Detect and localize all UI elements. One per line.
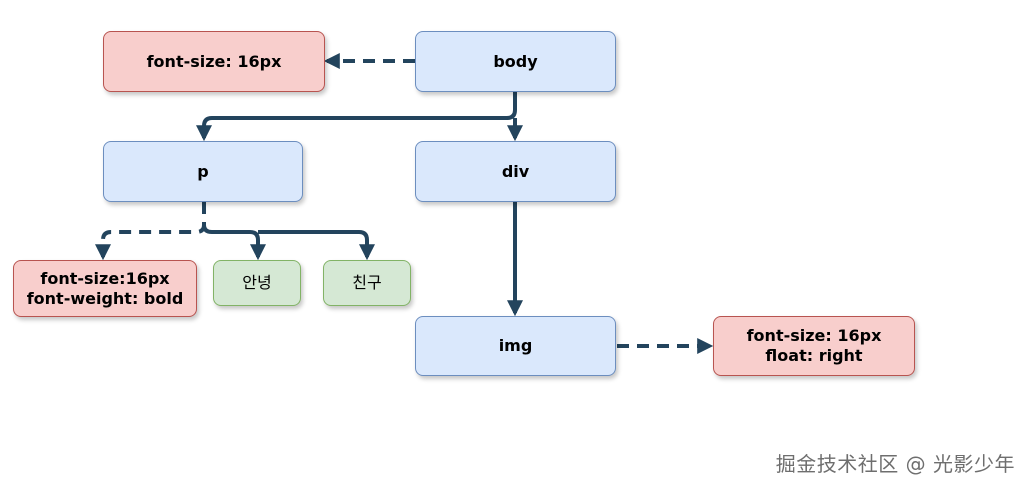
p-style-node: font-size:16px font-weight: bold xyxy=(13,260,197,317)
img-style-node: font-size: 16px float: right xyxy=(713,316,915,376)
text-node-2: 친구 xyxy=(323,260,411,306)
p-style-line-2: font-weight: bold xyxy=(26,288,184,308)
div-node: div xyxy=(415,141,616,202)
img-style-line-2: float: right xyxy=(765,346,863,365)
edge-p-style xyxy=(95,202,206,261)
img-node: img xyxy=(415,316,616,376)
p-label: p xyxy=(197,161,209,181)
edge-p-text2 xyxy=(258,230,375,261)
text-node-1: 안녕 xyxy=(213,260,301,306)
p-style-line-1: font-size:16px xyxy=(40,268,170,288)
p-node: p xyxy=(103,141,303,202)
watermark: 掘金技术社区 @ 光影少年 xyxy=(775,452,1015,476)
body-label: body xyxy=(493,51,538,71)
body-style-node: font-size: 16px xyxy=(103,31,325,92)
edge-body-p xyxy=(196,92,517,142)
img-label: img xyxy=(498,336,533,355)
text-node-2-label: 친구 xyxy=(352,273,382,292)
div-label: div xyxy=(501,161,530,181)
img-style-line-1: font-size: 16px xyxy=(746,326,882,345)
body-style-text: font-size: 16px xyxy=(146,51,282,71)
edge-p-text1 xyxy=(202,224,266,261)
text-node-1-label: 안녕 xyxy=(242,273,272,292)
body-node: body xyxy=(415,31,616,92)
